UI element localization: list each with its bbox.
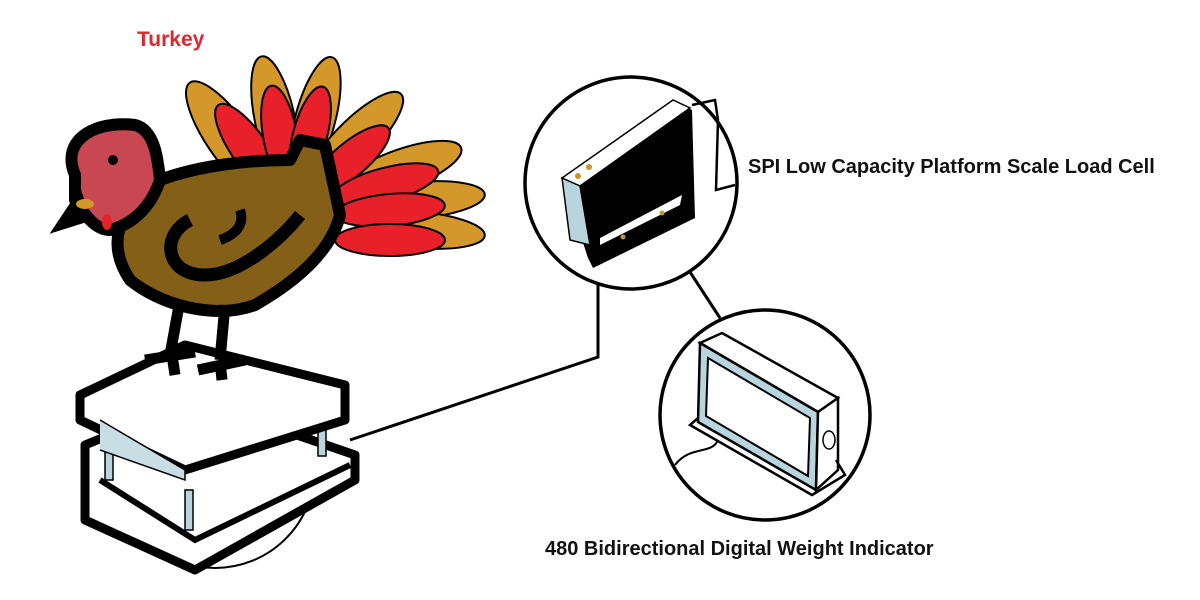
indicator-label: 480 Bidirectional Digital Weight Indicat… [545, 538, 934, 560]
cables [349, 271, 722, 442]
cable-platform-to-loadcell [349, 283, 600, 442]
turkey-illustration [49, 55, 486, 381]
load-cell-label: SPI Low Capacity Platform Scale Load Cel… [748, 156, 1155, 178]
platform-scale [75, 340, 360, 575]
cable-loadcell-to-indicator [688, 271, 722, 319]
turkey-label: Turkey [137, 28, 205, 51]
turkey-legs [144, 299, 247, 381]
indicator-illustration [658, 308, 872, 522]
load-cell-illustration [523, 75, 739, 291]
